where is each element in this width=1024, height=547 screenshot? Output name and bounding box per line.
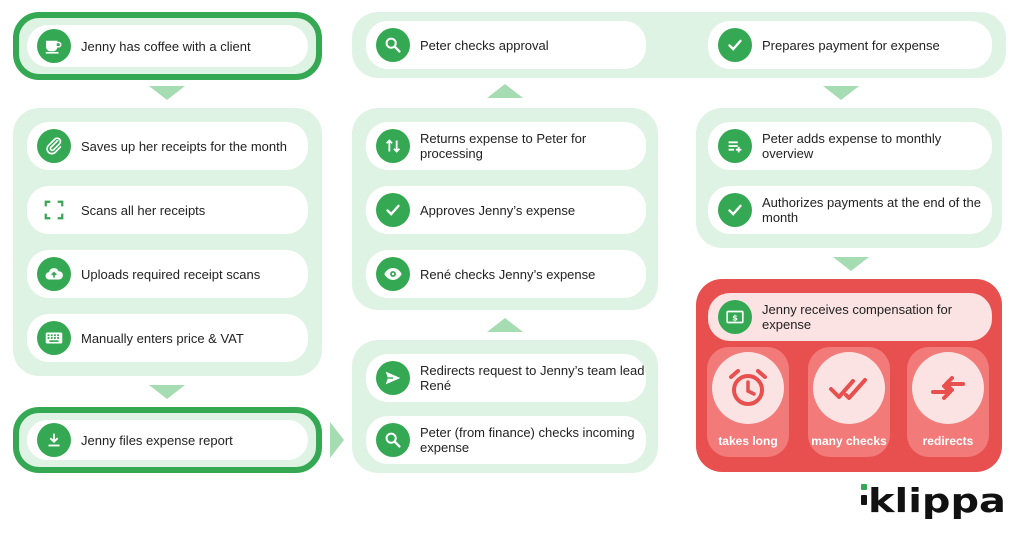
finance-panel: Redirects request to Jenny’s team lead R… bbox=[352, 340, 658, 473]
double-check-icon bbox=[829, 378, 867, 400]
step-label: René checks Jenny’s expense bbox=[420, 266, 596, 282]
step-approves: Approves Jenny’s expense bbox=[366, 186, 646, 234]
approval-panel: Returns expense to Peter for processing … bbox=[352, 108, 658, 310]
keyboard-icon bbox=[37, 321, 71, 355]
step-files: Jenny files expense report bbox=[27, 420, 308, 460]
coffee-cup-icon bbox=[37, 29, 71, 63]
step-enters: Manually enters price & VAT bbox=[27, 314, 308, 362]
search-icon bbox=[376, 28, 410, 62]
step-label: Uploads required receipt scans bbox=[81, 266, 261, 282]
arrow-down-3 bbox=[823, 86, 859, 100]
step-coffee: Jenny has coffee with a client bbox=[27, 25, 308, 67]
start-panel: Jenny has coffee with a client bbox=[13, 12, 322, 80]
alarm-clock-icon bbox=[729, 369, 767, 406]
step-checks-incoming: Peter (from finance) checks incoming exp… bbox=[366, 416, 646, 464]
step-label: Scans all her receipts bbox=[81, 202, 206, 218]
step-scans: Scans all her receipts bbox=[27, 186, 308, 234]
step-label: Peter checks approval bbox=[420, 37, 549, 53]
step-saves: Saves up her receipts for the month bbox=[27, 122, 308, 170]
tile-many-checks: many checks bbox=[808, 347, 890, 457]
step-checks-approval: Peter checks approval bbox=[366, 21, 646, 69]
check-icon bbox=[718, 193, 752, 227]
arrows-converge-icon bbox=[931, 376, 965, 400]
search-icon bbox=[376, 423, 410, 457]
step-prepares: Prepares payment for expense bbox=[708, 21, 992, 69]
swap-vertical-icon bbox=[376, 129, 410, 163]
tile-label: many checks bbox=[811, 434, 887, 448]
step-label: Jenny receives compensation for expense bbox=[762, 302, 953, 332]
step-label: Peter adds expense to monthly overview bbox=[762, 131, 942, 161]
step-label: Returns expense to Peter for processing bbox=[420, 131, 587, 161]
money-bill-icon: $ bbox=[718, 300, 752, 334]
overview-panel: Peter adds expense to monthly overview A… bbox=[696, 108, 1002, 248]
step-redirects-request: Redirects request to Jenny’s team lead R… bbox=[366, 354, 646, 402]
step-receives: $ Jenny receives compensation for expens… bbox=[708, 293, 992, 341]
step-label: Saves up her receipts for the month bbox=[81, 138, 287, 154]
step-label: Peter (from finance) checks incoming exp… bbox=[420, 425, 635, 455]
tile-label: redirects bbox=[922, 434, 974, 448]
receipts-panel: Saves up her receipts for the month Scan… bbox=[13, 108, 322, 376]
arrow-up-2 bbox=[487, 84, 523, 98]
step-label: Authorizes payments at the end of the mo… bbox=[762, 195, 981, 225]
tile-redirects: redirects bbox=[907, 347, 989, 457]
arrow-right bbox=[330, 422, 344, 458]
eye-icon bbox=[376, 257, 410, 291]
step-label: Manually enters price & VAT bbox=[81, 330, 244, 346]
step-rene-checks: René checks Jenny’s expense bbox=[366, 250, 646, 298]
step-uploads: Uploads required receipt scans bbox=[27, 250, 308, 298]
logo-text: klippa bbox=[868, 481, 1006, 520]
arrow-down-1 bbox=[149, 86, 185, 100]
arrow-down-2 bbox=[149, 385, 185, 399]
scan-frame-icon bbox=[37, 193, 71, 227]
step-authorizes: Authorizes payments at the end of the mo… bbox=[708, 186, 992, 234]
send-icon bbox=[376, 361, 410, 395]
klippa-logo: klippa bbox=[861, 481, 1006, 520]
file-report-panel: Jenny files expense report bbox=[13, 407, 322, 473]
step-label: Prepares payment for expense bbox=[762, 37, 940, 53]
paperclip-icon bbox=[37, 129, 71, 163]
tile-label: takes long bbox=[718, 434, 778, 448]
step-label: Approves Jenny’s expense bbox=[420, 202, 576, 218]
cloud-upload-icon bbox=[37, 257, 71, 291]
step-label: Jenny files expense report bbox=[81, 432, 233, 448]
step-adds-overview: Peter adds expense to monthly overview bbox=[708, 122, 992, 170]
arrow-up-1 bbox=[487, 318, 523, 332]
check-icon bbox=[376, 193, 410, 227]
download-icon bbox=[37, 423, 71, 457]
payment-top-panel: Peter checks approval Prepares payment f… bbox=[352, 12, 1006, 78]
step-label: Jenny has coffee with a client bbox=[81, 38, 251, 54]
arrow-down-4 bbox=[833, 257, 869, 271]
check-icon bbox=[718, 28, 752, 62]
step-returns: Returns expense to Peter for processing bbox=[366, 122, 646, 170]
tile-takes-long: takes long bbox=[707, 347, 789, 457]
playlist-add-icon bbox=[718, 129, 752, 163]
svg-text:$: $ bbox=[732, 312, 738, 322]
step-label: Redirects request to Jenny’s team lead R… bbox=[420, 363, 645, 393]
